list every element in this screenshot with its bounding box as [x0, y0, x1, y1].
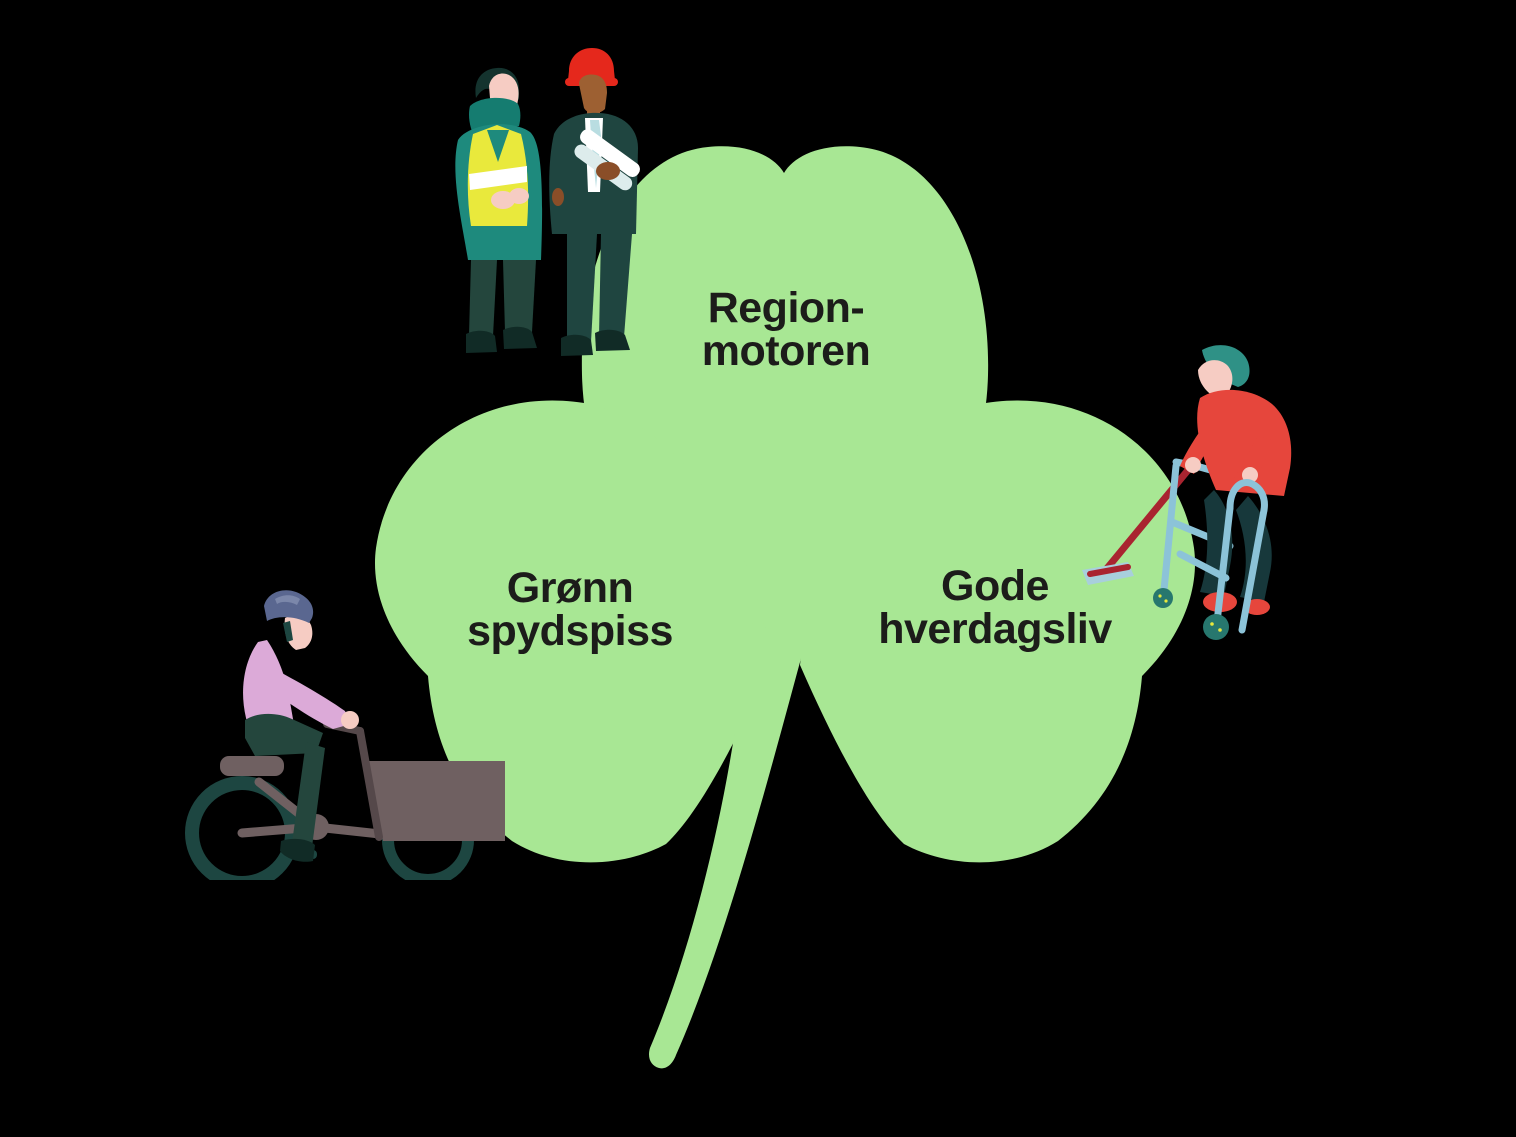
cargo-bike [185, 720, 505, 880]
mop [1082, 454, 1202, 585]
wheel-dot [1210, 622, 1214, 626]
walker-rear-wheel [1153, 588, 1173, 608]
wheel-dot [1164, 599, 1168, 603]
vest-reflective-stripe [469, 166, 527, 190]
worker-shoe [466, 330, 497, 353]
mop-head-bar [1087, 564, 1131, 577]
wheel-dot [1218, 628, 1222, 632]
senior-hand [1185, 457, 1201, 473]
clover-leaf-right [800, 400, 1196, 863]
engineer-with-plans [549, 48, 640, 356]
worker-pants [503, 260, 536, 332]
walker-brace [1176, 550, 1230, 582]
wheel-dot [1158, 594, 1162, 598]
handlebar [323, 720, 383, 841]
rider-face [284, 615, 313, 650]
engineer-hand [552, 188, 564, 206]
helmet-strap [283, 621, 293, 642]
senior-person [1180, 345, 1292, 615]
engineer-shoe [595, 329, 630, 351]
clover-leaf-left [374, 400, 770, 863]
rider-arm [265, 666, 351, 729]
engineer-hand [596, 162, 620, 180]
engineer-pants [599, 234, 632, 337]
rider-shin [292, 742, 325, 847]
leaf-label-left: Grønn spydspiss [467, 564, 673, 655]
leaf-label-right: Gode hverdagsliv [878, 562, 1112, 653]
bike-saddle [220, 756, 284, 776]
mop-handle [1100, 454, 1202, 576]
engineer-shoe [561, 334, 593, 356]
walker-front [1176, 479, 1268, 634]
construction-workers-illustration [455, 48, 640, 356]
walker-rear-leg [1160, 462, 1180, 594]
helmet-highlight [275, 595, 300, 605]
worker-shoe [503, 326, 537, 349]
rider-hand [341, 711, 359, 729]
senior-face [1198, 360, 1233, 398]
cargo-box [368, 761, 505, 841]
walker-handle-loop [1226, 479, 1268, 514]
rider-thigh [245, 713, 323, 756]
senior-with-walker-illustration [1082, 345, 1292, 640]
clover-stem [649, 622, 806, 1069]
worker-hand [509, 188, 529, 204]
leaf-label-top: Region- motoren [701, 284, 871, 375]
walker-front-leg [1238, 506, 1268, 634]
worker-hand [491, 191, 515, 209]
walker-front-leg [1213, 504, 1234, 626]
engineer-pants [567, 234, 597, 342]
cargo-bike-rider-illustration [185, 590, 505, 880]
hard-hat [568, 48, 615, 80]
worker-with-vest [455, 67, 543, 353]
vest-vneck [487, 130, 509, 162]
senior-sweater [1197, 389, 1292, 496]
bike-rider [243, 590, 359, 862]
worker-pants [469, 260, 497, 336]
rider-shoe [280, 838, 315, 862]
walker-front-wheel [1203, 614, 1229, 640]
engineer-face [579, 74, 607, 114]
